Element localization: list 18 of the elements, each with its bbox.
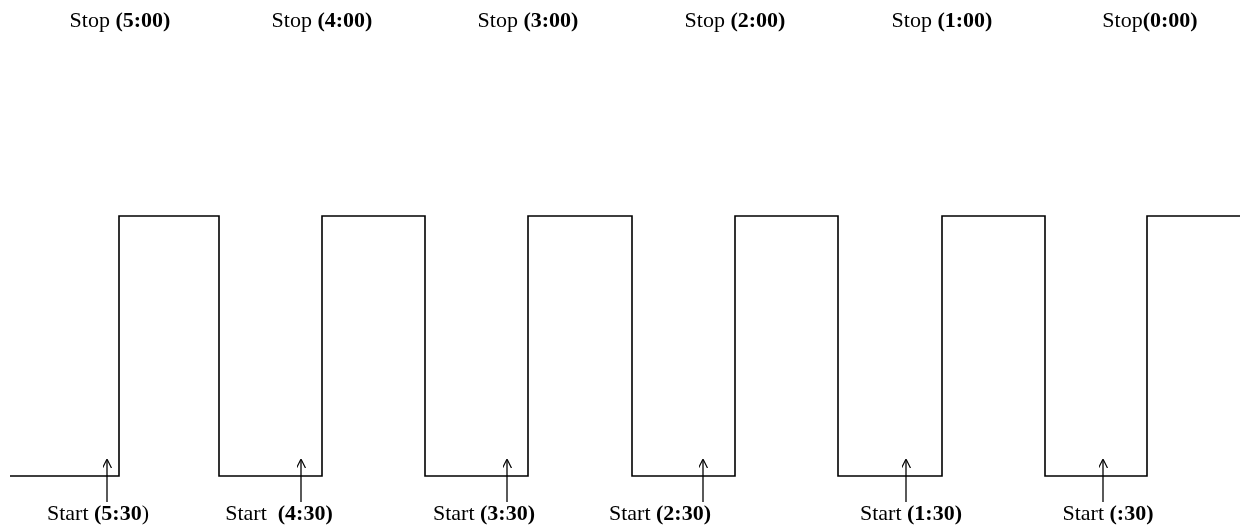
arrow (501, 458, 513, 503)
stop-time-label: Stop (4:00) (271, 7, 373, 33)
start-time-label: Start (4:30) (225, 500, 333, 526)
arrow (900, 458, 912, 503)
stop-time-label: Stop(0:00) (1102, 7, 1198, 33)
stop-time-label: Stop (2:00) (684, 7, 786, 33)
arrow (101, 458, 113, 503)
start-time-label: Start (2:30) (609, 500, 711, 526)
stop-time-label: Stop (3:00) (477, 7, 579, 33)
stop-time-label: Stop (5:00) (69, 7, 171, 33)
start-time-label: Start (3:30) (433, 500, 535, 526)
start-time-label: Start (1:30) (860, 500, 962, 526)
start-time-label: Start (5:30) (47, 500, 149, 526)
arrow (697, 458, 709, 503)
start-time-label: Start (:30) (1062, 500, 1154, 526)
arrow (1097, 458, 1109, 503)
stop-time-label: Stop (1:00) (891, 7, 993, 33)
arrow (295, 458, 307, 503)
